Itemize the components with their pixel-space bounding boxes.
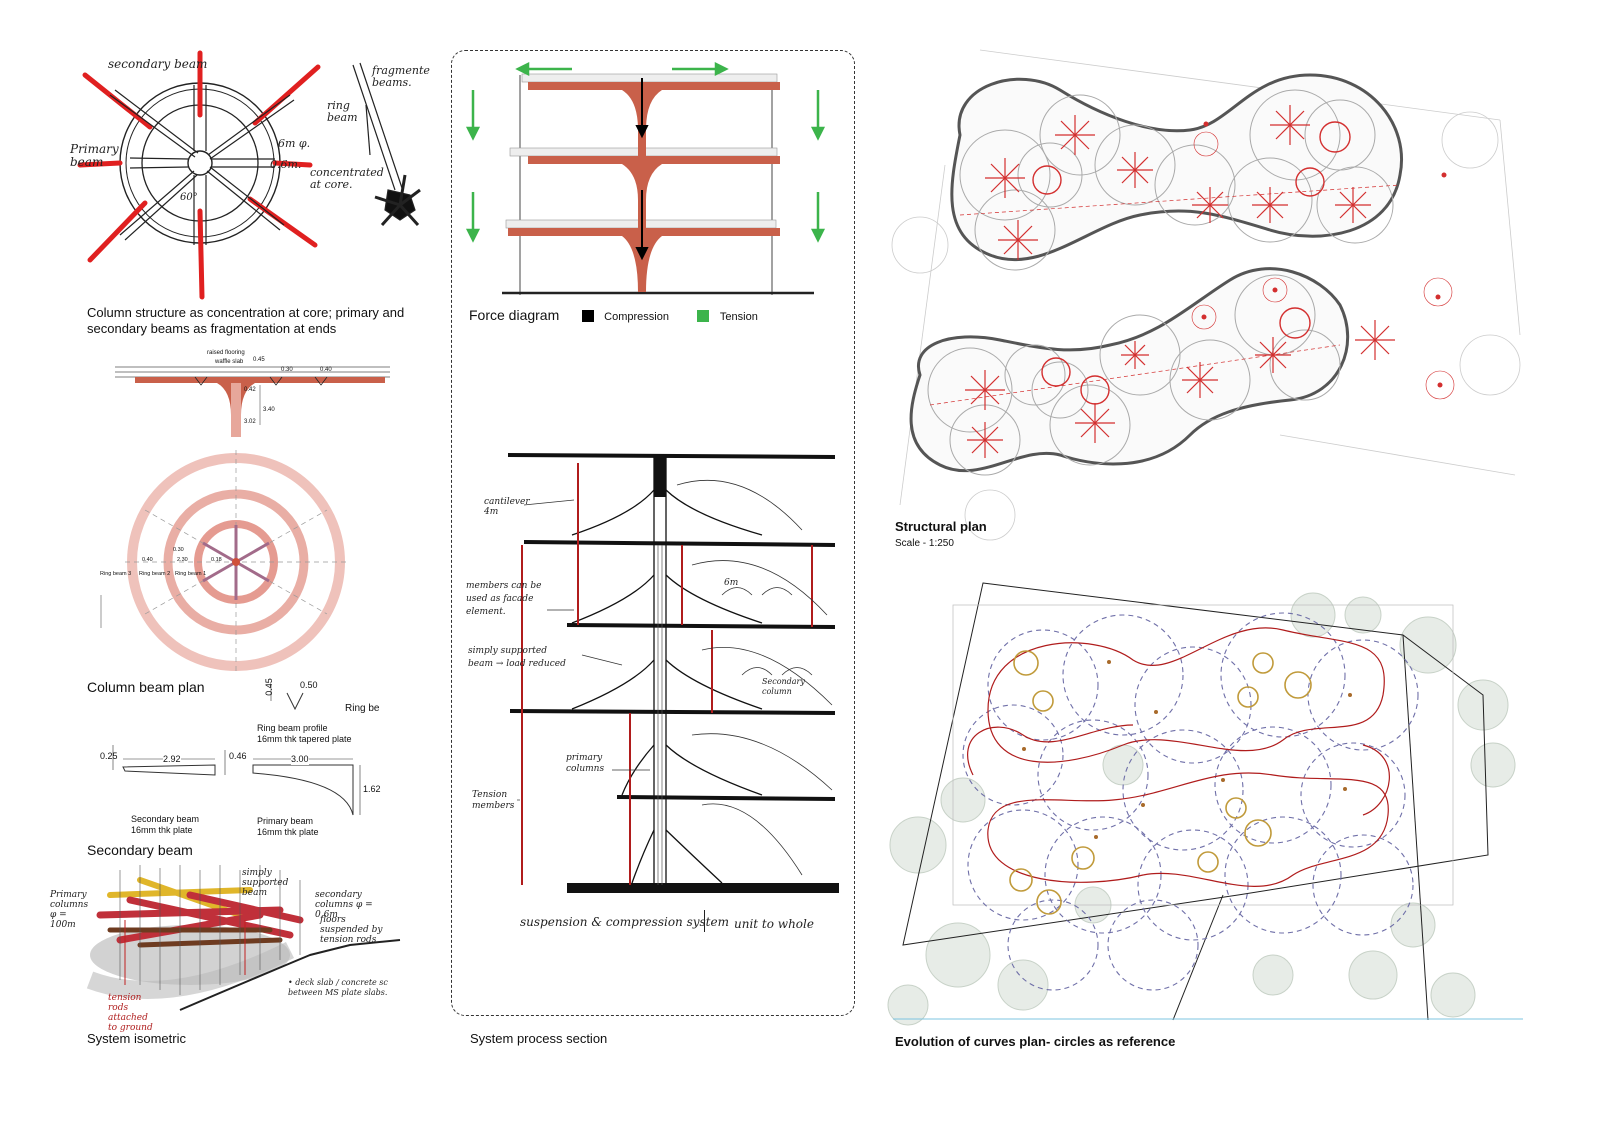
column-beam-plan: Ring beam 3 Ring beam 2 Ring beam 1 0.40… bbox=[95, 450, 355, 680]
structural-plan-drawing bbox=[891, 49, 1521, 541]
plan-dim-230: 2.30 bbox=[177, 557, 188, 563]
caption-secondary-beam: Secondary beam bbox=[87, 842, 193, 858]
sec-beam-title: Secondary beam bbox=[131, 814, 200, 824]
compression-label: Compression bbox=[604, 311, 669, 323]
sketch-label-concentrated: concentrated at core. bbox=[310, 166, 384, 191]
ring-profile-sub: 16mm thk tapered plate bbox=[257, 734, 352, 744]
ring-dim-045: 0.45 bbox=[263, 678, 274, 696]
elev-dim-302: 3.02 bbox=[244, 419, 256, 425]
sketch-label-ring-beam: ring beam bbox=[327, 99, 358, 124]
force-diagram bbox=[462, 60, 842, 305]
plan-ring-beam-2: Ring beam 2 bbox=[139, 571, 171, 577]
plan-dim-040: 0.40 bbox=[142, 557, 153, 563]
column-beam-elevation: raised flooring waffle slab 0.45 0.30 0.… bbox=[115, 345, 395, 440]
caption-system-process-section: System process section bbox=[470, 1031, 608, 1046]
sketch-label-angle: 60° bbox=[180, 192, 198, 203]
force-diagram-drawing bbox=[465, 61, 826, 295]
plan-ring-beam-3: Ring beam 3 bbox=[100, 571, 132, 577]
isometric-drawing bbox=[86, 865, 401, 1011]
plan-ring-beam-1: Ring beam 1 bbox=[175, 571, 207, 577]
sketch-label-fragmented: fragmente beams. bbox=[372, 64, 430, 89]
caption-column-structure: Column structure as concentration at cor… bbox=[87, 305, 405, 336]
section-simply-supported: simply supported beam → load reduced bbox=[468, 646, 566, 669]
section-members: members can be used as facade element. bbox=[466, 581, 542, 617]
iso-floors-suspended: floors suspended by tension rods bbox=[320, 915, 383, 945]
plan-dim-030: 0.30 bbox=[173, 547, 184, 553]
elev-dim-030: 0.30 bbox=[281, 367, 293, 373]
prim-beam-h: 1.62 bbox=[363, 784, 381, 794]
system-isometric: Primary columns φ = 100m simply supporte… bbox=[50, 860, 420, 1033]
caption-structural-plan: Structural plan bbox=[895, 519, 987, 534]
iso-secondary-columns: secondary columns φ = 0.6m bbox=[315, 890, 373, 920]
prim-beam-length: 3.00 bbox=[291, 753, 309, 765]
iso-tension-rods: tension rods attached to ground bbox=[108, 993, 153, 1033]
sketch-label-primary-beam: Primary beam bbox=[70, 142, 119, 169]
tension-label: Tension bbox=[719, 311, 758, 323]
evolution-plan-drawing bbox=[887, 582, 1523, 1026]
prim-beam-sub: 16mm thk plate bbox=[257, 827, 319, 837]
process-section: cantilever 4m members can be used as fac… bbox=[462, 445, 847, 945]
tension-swatch bbox=[697, 310, 710, 322]
elevation-drawing bbox=[115, 366, 390, 437]
sec-beam-sub: 16mm thk plate bbox=[131, 825, 193, 835]
plan-dim-018: 0.18 bbox=[211, 557, 222, 563]
elev-dim-340: 3.40 bbox=[263, 407, 275, 413]
compression-swatch bbox=[581, 310, 594, 322]
ring-dim-050: 0.50 bbox=[300, 680, 318, 690]
prim-beam-title: Primary beam bbox=[257, 816, 314, 826]
force-diagram-title: Force diagram bbox=[469, 307, 560, 323]
sketch-label-08m: 0.6m. bbox=[270, 158, 302, 171]
iso-deck-slab: • deck slab / concrete sc between MS pla… bbox=[288, 978, 388, 997]
section-dim-6m: 6m bbox=[724, 578, 739, 588]
sec-beam-length: 2.92 bbox=[163, 753, 181, 765]
ring-profile-title: Ring beam profile bbox=[257, 723, 328, 733]
elev-raised-flooring: raised flooring bbox=[207, 350, 245, 356]
section-divider bbox=[704, 910, 705, 932]
section-primary-columns: primary columns bbox=[566, 753, 605, 774]
section-unit: unit to whole bbox=[734, 917, 814, 931]
section-secondary-column: Secondary column bbox=[762, 677, 805, 696]
sec-beam-h-right: 0.46 bbox=[229, 751, 247, 761]
iso-simply-supported: simply supported beam bbox=[242, 868, 289, 898]
caption-system-isometric: System isometric bbox=[87, 1031, 186, 1046]
sec-beam-h-left: 0.25 bbox=[100, 751, 118, 761]
elev-dim-045: 0.45 bbox=[253, 357, 265, 363]
section-suspension: suspension & compression system bbox=[520, 915, 729, 929]
section-tension-members: Tension members bbox=[472, 790, 515, 811]
caption-evolution-plan: Evolution of curves plan- circles as ref… bbox=[895, 1034, 1176, 1049]
system-frame bbox=[451, 50, 855, 1016]
iso-primary-columns: Primary columns φ = 100m bbox=[50, 890, 89, 930]
column-sketch: secondary beam Primary beam 6m φ. 0.6m. … bbox=[70, 45, 430, 305]
caption-column-beam-plan: Column beam plan bbox=[87, 679, 205, 695]
caption-structural-scale: Scale - 1:250 bbox=[895, 538, 954, 549]
force-legend: Force diagram Compression Tension bbox=[469, 307, 758, 325]
elev-dim-042: 0.42 bbox=[244, 387, 256, 393]
sketch-label-secondary-beam: secondary beam bbox=[108, 57, 208, 71]
elev-waffle-slab: waffle slab bbox=[215, 359, 244, 365]
beam-profiles: 0.45 0.50 Ring be Ring beam profile 16mm… bbox=[95, 675, 435, 840]
elev-dim-040: 0.40 bbox=[320, 367, 332, 373]
evolution-plan bbox=[887, 575, 1523, 1026]
sketch-label-6m: 6m φ. bbox=[278, 137, 311, 150]
column-sketch-drawing bbox=[77, 50, 421, 300]
structural-plan bbox=[890, 45, 1530, 541]
column-beam-plan-drawing bbox=[100, 450, 347, 674]
process-section-drawing bbox=[507, 453, 839, 893]
ring-be-label: Ring be bbox=[345, 703, 380, 714]
section-cantilever: cantilever 4m bbox=[484, 497, 530, 517]
